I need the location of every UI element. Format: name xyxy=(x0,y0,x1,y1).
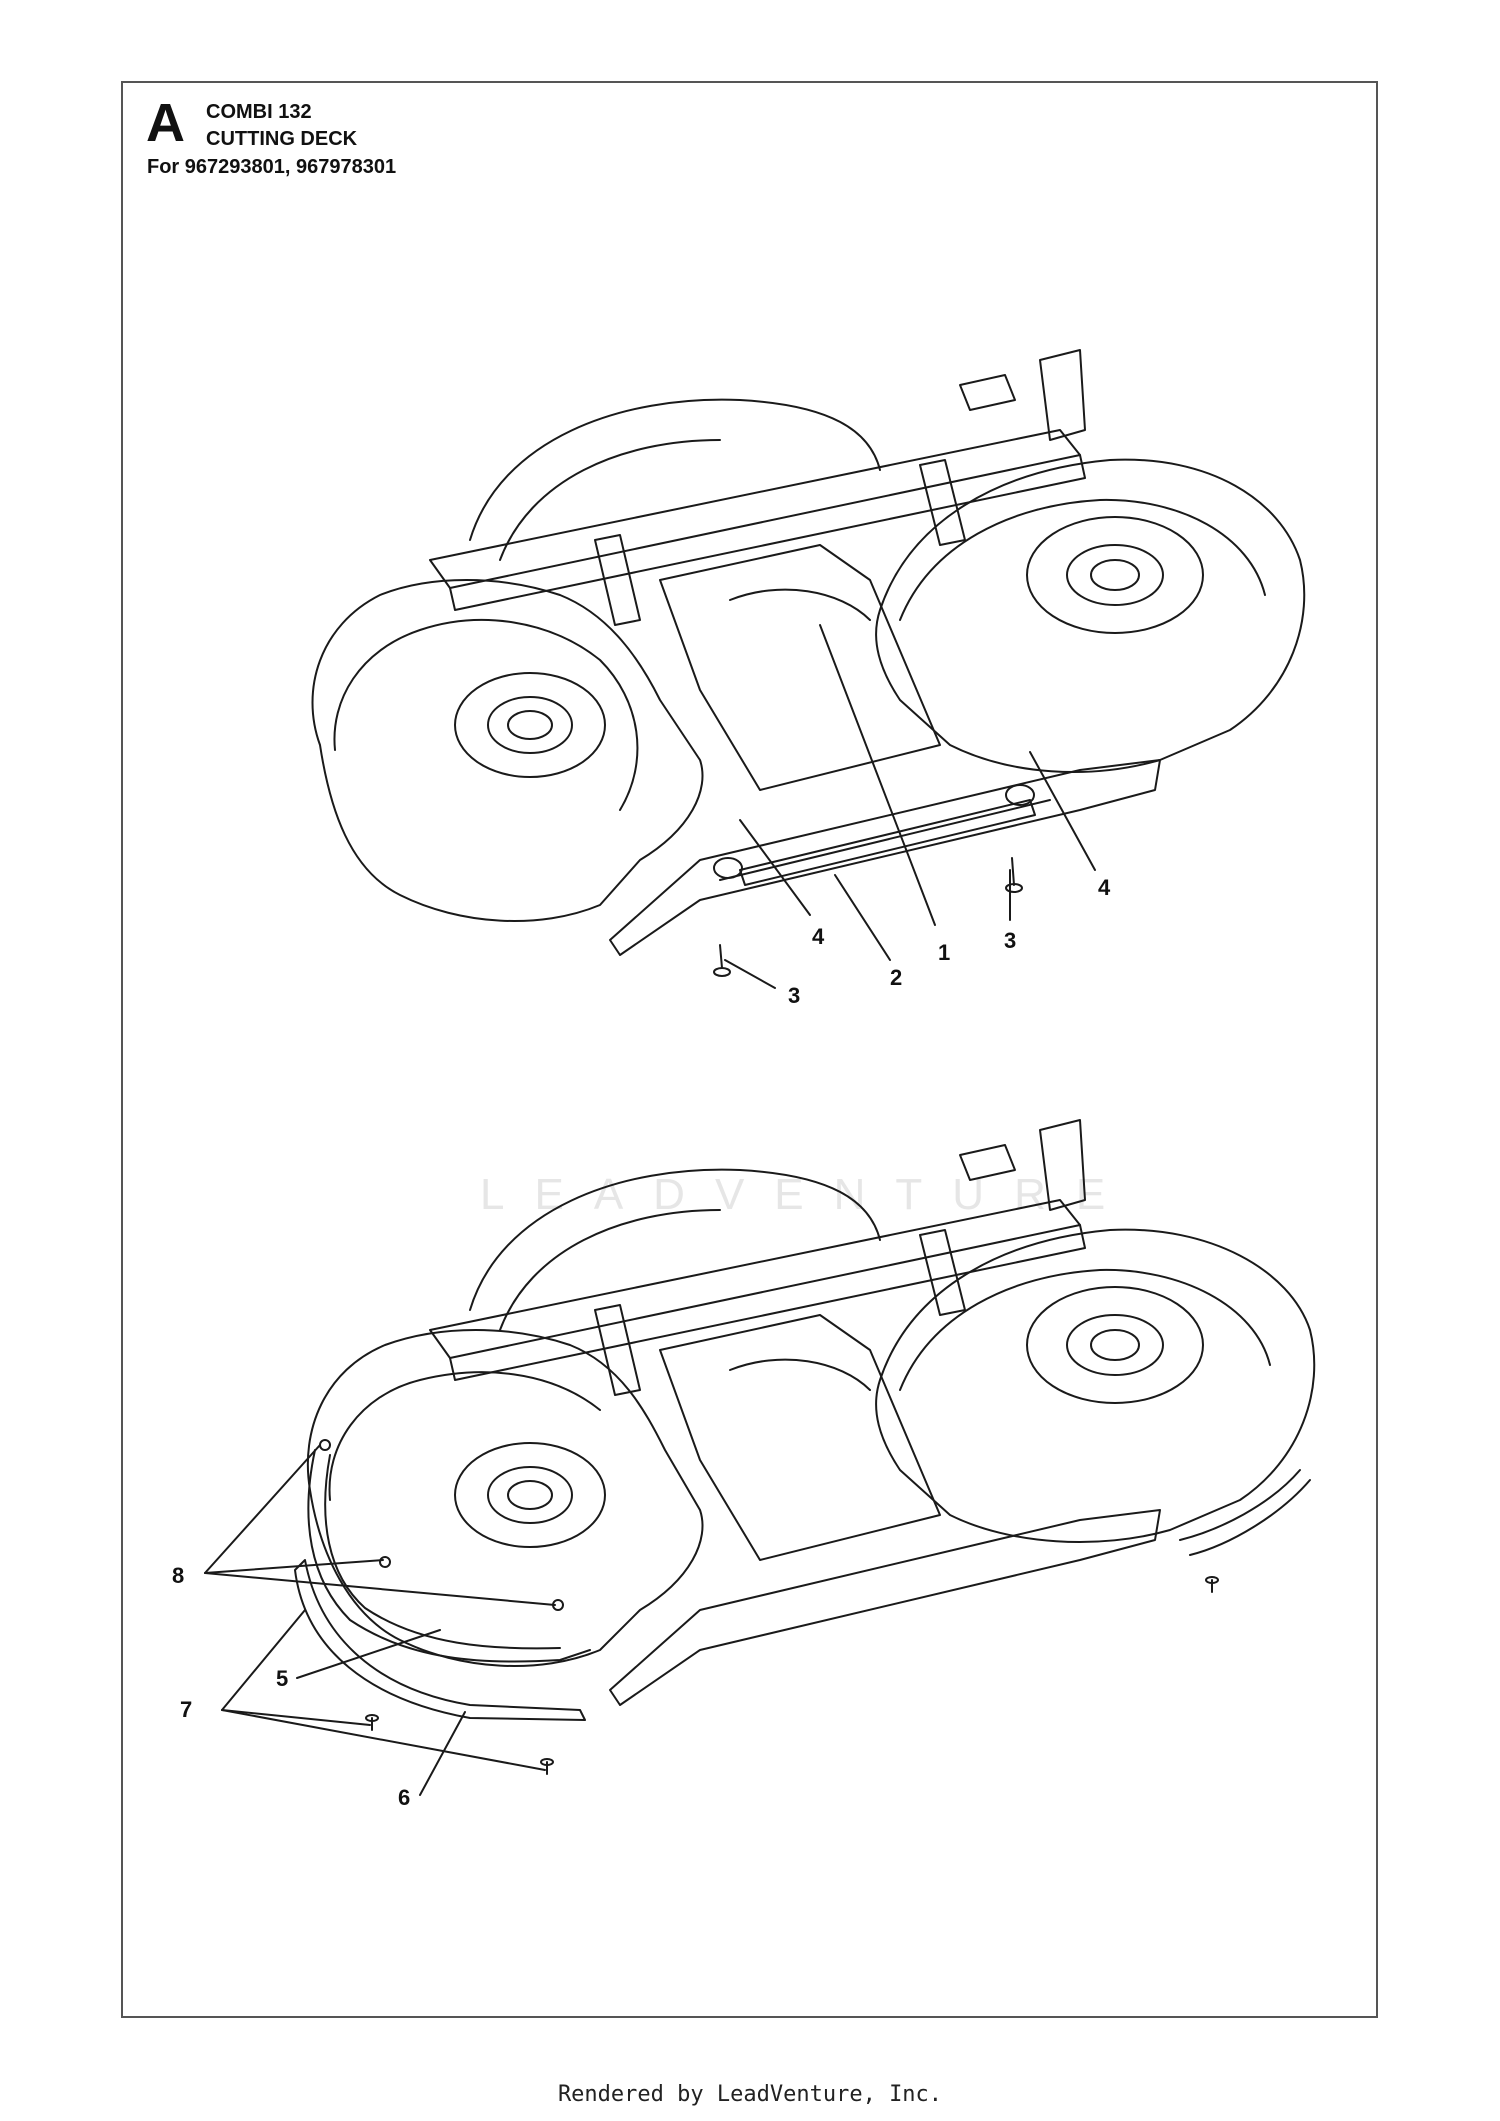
callout-7: 7 xyxy=(180,1697,192,1722)
callout-3-left: 3 xyxy=(788,983,800,1008)
lower-screw-1 xyxy=(365,1714,379,1731)
upper-left-spindle xyxy=(454,672,606,778)
callout-1: 1 xyxy=(938,940,950,965)
upper-left-housing xyxy=(311,579,704,922)
callout-5: 5 xyxy=(276,1666,288,1691)
lower-deck-assembly xyxy=(204,1119,1316,1796)
diagram-title: CUTTING DECK xyxy=(206,128,358,150)
callout-6: 6 xyxy=(398,1785,410,1810)
callout-2: 2 xyxy=(890,965,902,990)
upper-bolt-right xyxy=(1005,857,1023,893)
upper-front-rail xyxy=(609,759,1161,956)
footer-credit: Rendered by LeadVenture, Inc. xyxy=(557,2082,943,2107)
callout-4-right: 4 xyxy=(1098,875,1111,900)
upper-center-plate xyxy=(659,544,941,791)
lower-screw-3 xyxy=(1205,1576,1219,1593)
upper-bolt-left xyxy=(713,944,731,977)
section-letter: A xyxy=(146,93,185,153)
model-numbers: For 967293801, 967978301 xyxy=(147,156,397,178)
lower-skid-plate xyxy=(294,1559,586,1721)
upper-cross-beam xyxy=(429,429,1081,589)
upper-right-spindle xyxy=(1026,516,1204,634)
lower-left-spindle xyxy=(454,1442,606,1548)
callout-8: 8 xyxy=(172,1563,184,1588)
lower-center-plate xyxy=(659,1314,941,1561)
callout-3-right: 3 xyxy=(1004,928,1016,953)
model-name: COMBI 132 xyxy=(206,101,312,123)
lower-screw-2 xyxy=(540,1758,554,1775)
drawing-frame xyxy=(121,81,1378,2018)
upper-right-housing xyxy=(875,458,1306,773)
upper-deck-assembly xyxy=(311,349,1306,989)
lower-right-spindle xyxy=(1026,1286,1204,1404)
lower-left-housing xyxy=(306,1329,704,1667)
callout-labels: 1 2 3 3 4 4 5 6 7 8 xyxy=(172,875,1111,1810)
callout-4-left: 4 xyxy=(812,924,825,949)
lower-right-housing xyxy=(875,1228,1316,1543)
lower-bumper xyxy=(307,1449,591,1663)
